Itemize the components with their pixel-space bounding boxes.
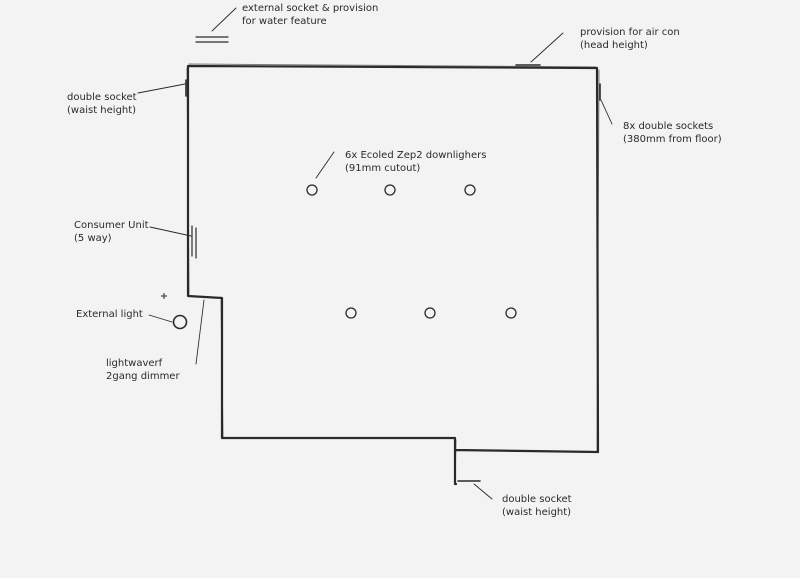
double-socket-top-label: double socket (waist height): [67, 92, 137, 116]
downlighters-label: 6x Ecoled Zep2 downlighers (91mm cutout): [345, 150, 487, 174]
dimmer-leader: [195, 299, 205, 365]
double-sockets-leader: [600, 99, 613, 125]
downlight-5: [424, 307, 436, 319]
dimmer-label: lightwaverf 2gang dimmer: [106, 358, 180, 382]
downlight-3: [464, 184, 476, 196]
external-light-icon: [172, 314, 188, 330]
external-light-label: External light: [76, 309, 143, 320]
cross-mark-icon: [161, 293, 167, 299]
downlight-4: [345, 307, 357, 319]
consumer-unit-mark: [191, 225, 197, 259]
downlight-1: [306, 184, 318, 196]
double-socket-top-leader: [137, 83, 186, 94]
downlighters-leader: [315, 151, 335, 179]
downlight-2: [384, 184, 396, 196]
room-outline: [186, 64, 600, 486]
external-socket-label: external socket & provision for water fe…: [242, 3, 379, 27]
double-socket-bottom-label: double socket (waist height): [502, 494, 572, 518]
external-socket-mark: [195, 36, 229, 43]
consumer-unit-leader: [149, 226, 192, 237]
air-con-leader: [530, 32, 564, 63]
double-sockets-label: 8x double sockets (380mm from floor): [623, 121, 722, 145]
double-socket-bottom-leader: [473, 483, 493, 500]
downlight-6: [505, 307, 517, 319]
external-socket-leader: [211, 7, 237, 32]
room-outline-sketch: [186, 63, 600, 483]
air-con-label: provision for air con (head height): [580, 27, 680, 51]
external-light-leader: [148, 314, 173, 323]
consumer-unit-label: Consumer Unit (5 way): [74, 220, 149, 244]
